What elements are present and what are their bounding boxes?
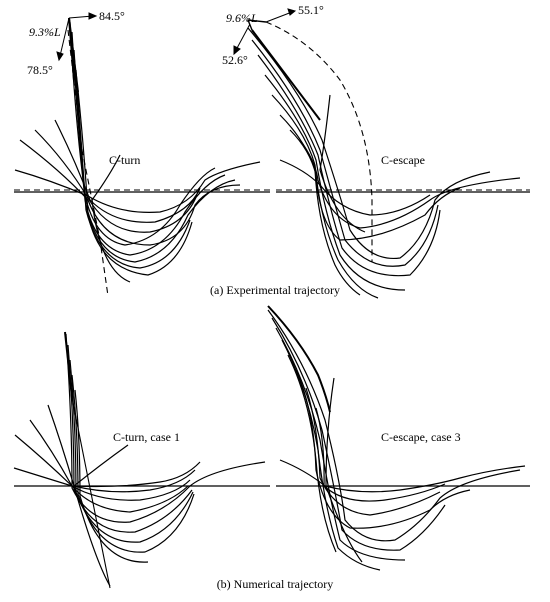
head-segment — [64, 331, 73, 399]
c-turn-angle-top-label: 84.5° — [99, 9, 125, 23]
caption-numerical: (b) Numerical trajectory — [217, 577, 334, 591]
c-turn-length-label: 9.3%L — [29, 25, 61, 39]
c-escape-angle-top-label: 55.1° — [298, 3, 324, 17]
angle-arrows — [233, 8, 297, 56]
panel-label-num-c-escape: C-escape, case 3 — [381, 430, 461, 444]
panel-num-c-escape — [267, 305, 530, 571]
head-segment — [251, 29, 321, 121]
panel-label-exp-c-turn: C-turn — [109, 153, 140, 167]
panel-exp-c-turn — [14, 12, 270, 297]
head-segment — [267, 305, 331, 413]
body-axis — [71, 397, 111, 589]
head-segment — [68, 17, 79, 93]
angle-arrows — [56, 12, 98, 62]
body-axis-dashed — [67, 29, 109, 297]
caption-experimental: (a) Experimental trajectory — [210, 283, 340, 297]
body-axis-dashed — [265, 21, 373, 262]
c-turn-angle-bottom-label: 78.5° — [27, 63, 53, 77]
panel-label-num-c-turn: C-turn, case 1 — [113, 430, 180, 444]
midline-curves — [247, 27, 521, 299]
midline-curves — [13, 333, 266, 587]
panel-num-c-turn — [13, 331, 270, 589]
head-segment — [247, 19, 267, 23]
c-escape-length-label: 9.6%L — [226, 11, 258, 25]
c-escape-angle-bottom-label: 52.6° — [222, 53, 248, 67]
panel-label-exp-c-escape: C-escape — [381, 153, 425, 167]
panel-exp-c-escape — [233, 8, 530, 299]
midline-curves — [267, 309, 526, 571]
